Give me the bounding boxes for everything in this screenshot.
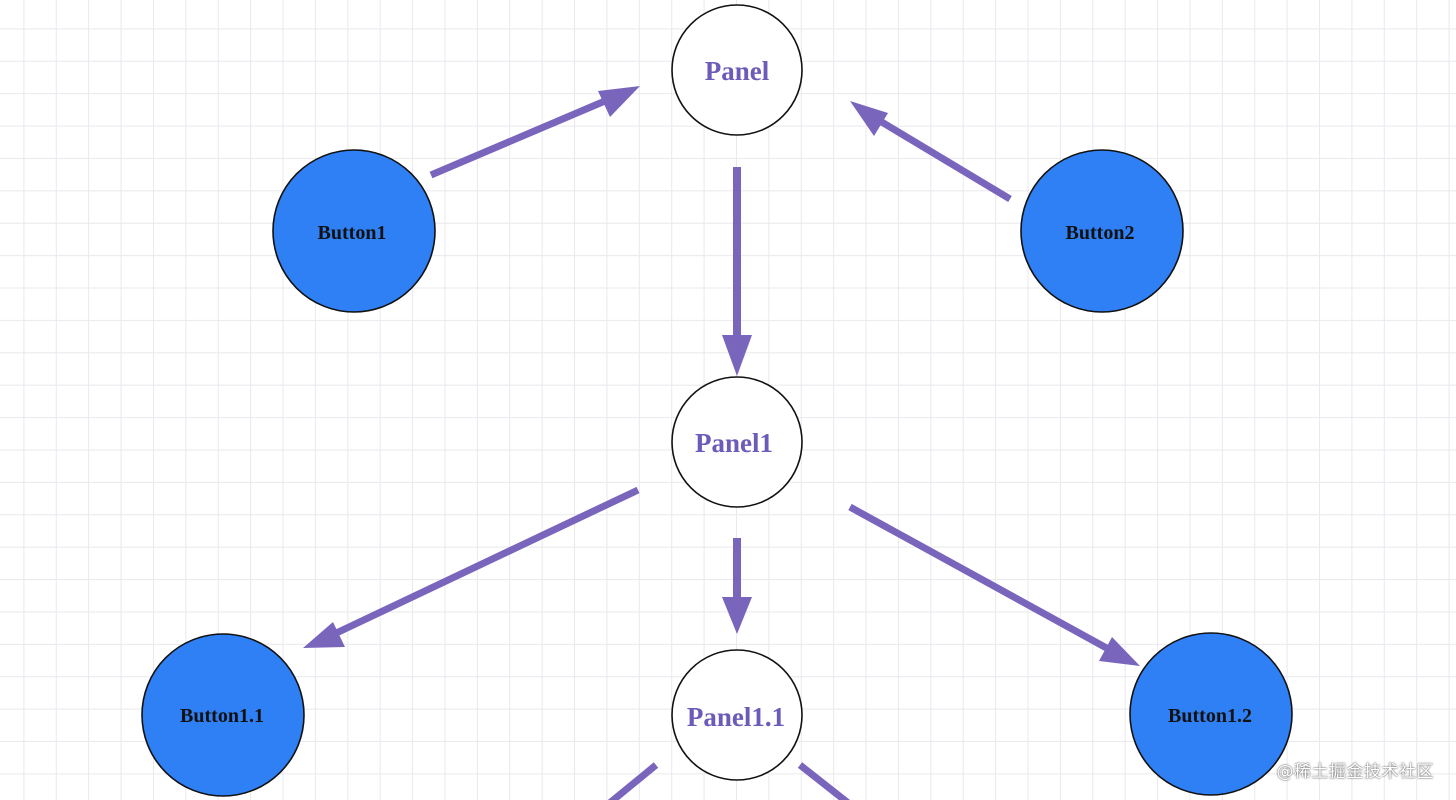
node-button1-label: Button1	[318, 222, 387, 244]
edge-panel1-to-panel1-1	[722, 538, 752, 634]
node-panel1-1-label: Panel1.1	[687, 702, 785, 732]
edge-panel1-1-to-offscreen-left	[607, 762, 659, 800]
edge-panel1-to-button1-2	[848, 503, 1140, 666]
node-panel1-1[interactable]: Panel1.1	[671, 649, 803, 781]
node-panel1[interactable]: Panel1	[671, 376, 803, 508]
edge-panel-to-panel1	[722, 167, 752, 376]
watermark-text: @稀土掘金技术社区	[1276, 762, 1434, 782]
node-button1-1-label: Button1.1	[180, 705, 264, 727]
edge-button2-to-panel	[850, 101, 1012, 203]
edge-panel1-to-button1-1	[303, 486, 640, 648]
node-panel-label: Panel	[705, 56, 770, 86]
edges-layer	[303, 86, 1140, 800]
node-panel[interactable]: Panel	[671, 4, 803, 136]
edge-panel1-1-to-offscreen-right	[797, 762, 851, 800]
node-button1[interactable]: Button1	[272, 149, 436, 313]
node-panel1-label: Panel1	[695, 428, 773, 458]
nodes-layer: Panel Button1 Button2 Panel1 Button1.1 P…	[141, 4, 1293, 797]
node-button2[interactable]: Button2	[1020, 149, 1184, 313]
edge-button1-to-panel	[429, 86, 640, 179]
node-button1-2-label: Button1.2	[1168, 705, 1252, 727]
node-button1-1[interactable]: Button1.1	[141, 633, 305, 797]
node-button1-2[interactable]: Button1.2	[1129, 632, 1293, 796]
node-button2-label: Button2	[1066, 222, 1135, 244]
